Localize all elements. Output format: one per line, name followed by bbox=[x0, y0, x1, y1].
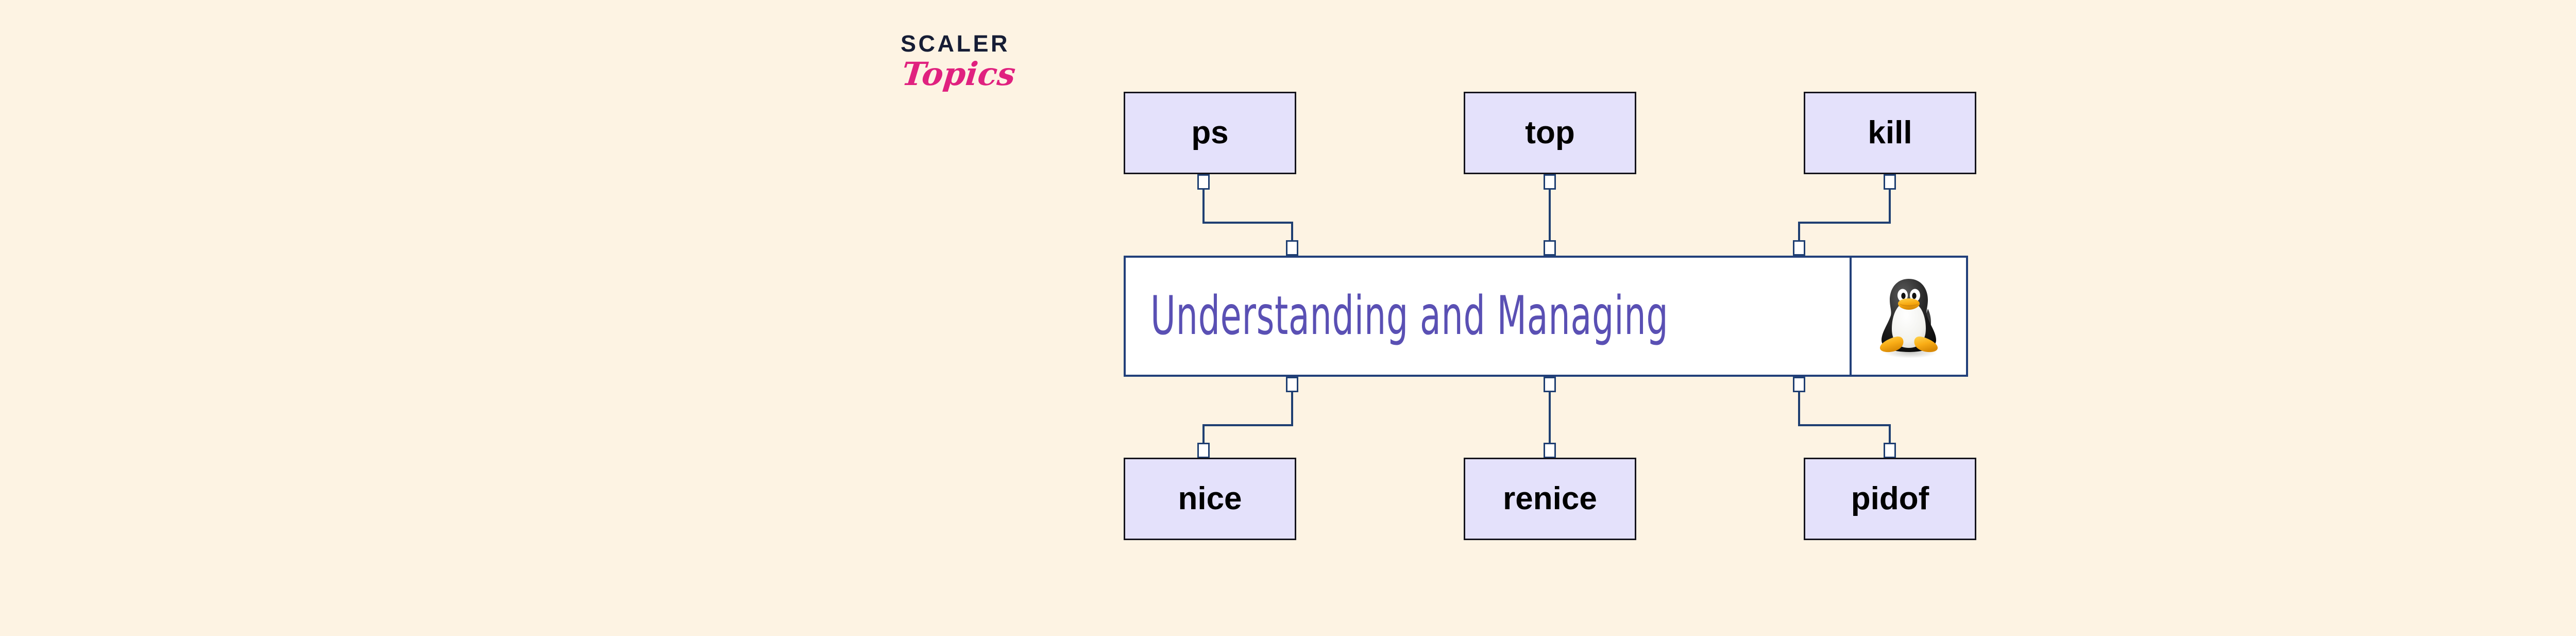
connector-cap-nice-bottom bbox=[1197, 443, 1210, 458]
connector-pidof-seg-vertical-1 bbox=[1798, 392, 1800, 425]
connector-ps-seg-horizontal bbox=[1202, 222, 1293, 224]
connector-cap-nice-top bbox=[1286, 377, 1298, 392]
node-nice-label: nice bbox=[1178, 481, 1242, 516]
connector-kill-seg-horizontal bbox=[1798, 222, 1891, 224]
center-topic-box[interactable]: Understanding and Managing bbox=[1124, 256, 1968, 377]
node-nice[interactable]: nice bbox=[1124, 458, 1296, 540]
brand-logo: SCALER Topics bbox=[900, 30, 1045, 109]
center-cell-divider bbox=[1850, 258, 1852, 375]
connector-kill-seg-vertical-2 bbox=[1798, 222, 1800, 242]
connector-kill-seg-vertical-1 bbox=[1889, 190, 1891, 223]
node-renice-label: renice bbox=[1503, 481, 1597, 516]
connector-ps-seg-vertical-1 bbox=[1202, 190, 1205, 223]
linux-tux-penguin-icon bbox=[1879, 278, 1938, 358]
connector-top-seg-vertical bbox=[1549, 190, 1551, 241]
connector-cap-top-top bbox=[1544, 174, 1556, 190]
node-ps[interactable]: ps bbox=[1124, 92, 1296, 174]
brand-wordmark: SCALER bbox=[901, 30, 1010, 57]
connector-nice-seg-vertical-2 bbox=[1202, 424, 1205, 445]
node-ps-label: ps bbox=[1191, 115, 1229, 150]
node-kill[interactable]: kill bbox=[1804, 92, 1976, 174]
connector-ps-seg-vertical-2 bbox=[1291, 222, 1293, 242]
node-kill-label: kill bbox=[1868, 115, 1912, 150]
node-pidof[interactable]: pidof bbox=[1804, 458, 1976, 540]
connector-cap-renice-top bbox=[1544, 377, 1556, 392]
connector-renice-seg-vertical bbox=[1549, 392, 1551, 444]
connector-cap-renice-bottom bbox=[1544, 443, 1556, 458]
connector-cap-ps-top bbox=[1197, 174, 1210, 190]
node-renice[interactable]: renice bbox=[1464, 458, 1636, 540]
connector-cap-pidof-bottom bbox=[1884, 443, 1896, 458]
connector-pidof-seg-horizontal bbox=[1798, 424, 1891, 426]
connector-cap-kill-top bbox=[1884, 174, 1896, 190]
node-pidof-label: pidof bbox=[1851, 481, 1929, 516]
connector-nice-seg-vertical-1 bbox=[1291, 392, 1293, 425]
node-top-label: top bbox=[1525, 115, 1575, 150]
connector-nice-seg-horizontal bbox=[1202, 424, 1293, 426]
center-title-text: Understanding and Managing bbox=[1150, 285, 1669, 347]
connector-cap-kill-bottom bbox=[1793, 240, 1805, 256]
connector-cap-ps-bottom bbox=[1286, 240, 1298, 256]
connector-pidof-seg-vertical-2 bbox=[1889, 424, 1891, 445]
connector-cap-pidof-top bbox=[1793, 377, 1805, 392]
node-top[interactable]: top bbox=[1464, 92, 1636, 174]
center-title-cell: Understanding and Managing bbox=[1126, 258, 1850, 375]
connector-cap-top-bottom bbox=[1544, 240, 1556, 256]
center-icon-cell bbox=[1852, 258, 1966, 375]
